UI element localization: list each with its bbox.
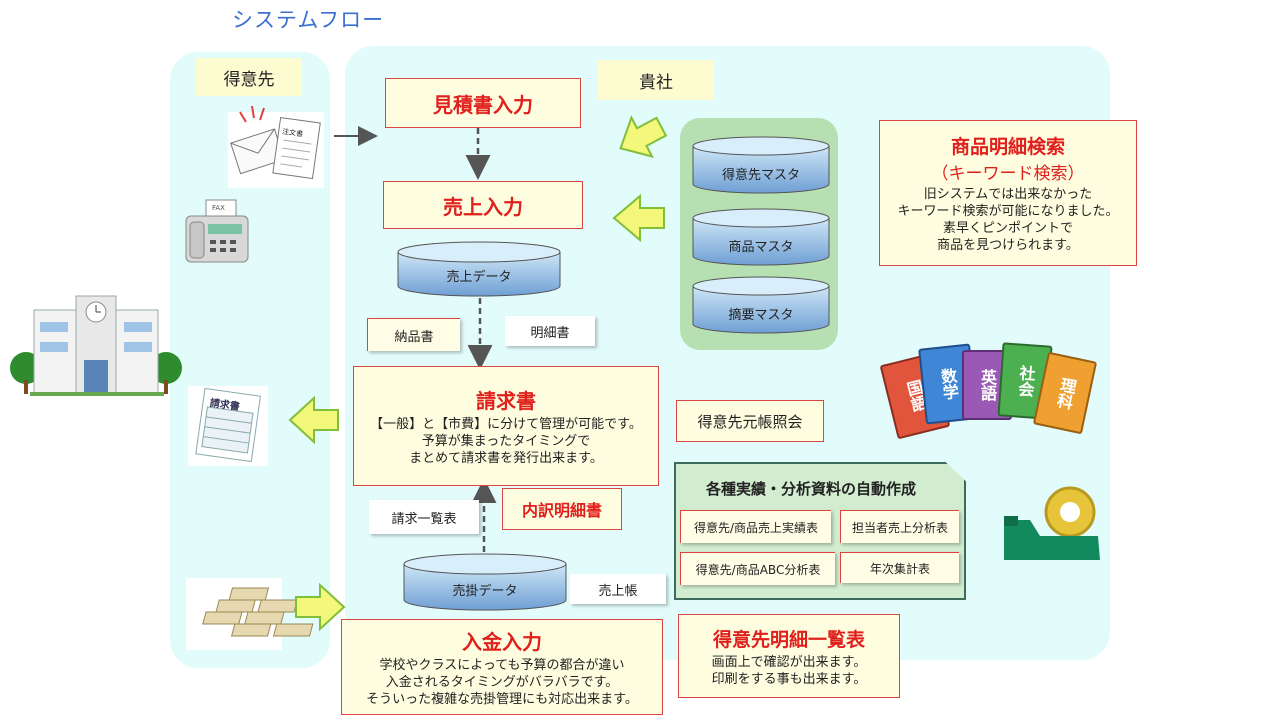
invoice-line-3: まとめて請求書を発行出来ます。 [409,451,603,466]
product-search-line-2: キーワード検索が可能になりました。 [897,204,1119,219]
fax-machine-icon [185,199,249,263]
customer-detail-list-line-1: 画面上で確認が出来ます。 [711,654,867,670]
receivable-data-label: 売掛データ [452,584,518,599]
invoice-line-2: 予算が集まったタイミングで [421,434,591,449]
report-item-annual-summary: 年次集計表 [840,552,959,583]
invoice-line-1: 【一般】と【市費】に分けて管理が可能です。 [370,417,642,432]
book-social-label: 社会 [1014,364,1037,398]
product-master-db-icon [692,208,830,266]
breakdown-box: 内訳明細書 [502,488,622,530]
delivery-note: 納品書 [367,318,460,351]
report-item-abc-analysis: 得意先/商品ABC分析表 [680,552,835,585]
invoice-to-customer-arrow [288,395,339,445]
product-search-line-1: 旧システムでは出来なかった [923,187,1093,202]
money-stack-icon [186,578,314,650]
sales-input-title: 売上入力 [443,194,523,219]
fax-text: FAX [212,204,225,212]
report-item-staff-sales-analysis: 担当者売上分析表 [840,510,959,543]
estimate-input-box: 見積書入力 [385,78,581,128]
receivable-data-db-icon [403,553,567,611]
customer-detail-list-box: 得意先明細一覧表 画面上で確認が出来ます。 印刷をする事も出来ます。 [678,614,900,698]
book-math-label: 数学 [937,367,960,401]
statement-note: 明細書 [505,316,595,346]
product-search-line-3: 素早くピンポイントで [942,221,1073,236]
report-item-customer-product-sales: 得意先/商品売上実績表 [680,510,831,543]
product-search-subtitle: （キーワード検索） [931,164,1085,184]
sales-input-box: 売上入力 [383,181,583,229]
book-english-label: 英語 [978,369,997,401]
sales-ledger-note: 売上帳 [570,574,666,604]
product-master-label: 商品マスタ [728,240,794,255]
customer-master-label: 得意先マスタ [721,168,800,183]
product-search-box: 商品明細検索 （キーワード検索） 旧システムでは出来なかった キーワード検索が可… [879,120,1137,266]
summary-master-db-icon [692,276,830,334]
product-search-title: 商品明細検索 [950,136,1065,158]
customer-detail-list-line-2: 印刷をする事も出来ます。 [711,671,867,687]
ledger-inquiry-box: 得意先元帳照会 [676,400,824,442]
money-to-payment-arrow [295,582,346,632]
product-search-line-4: 商品を見つけられます。 [937,238,1079,253]
payment-input-title: 入金入力 [462,630,542,654]
tape-dispenser-icon [1004,486,1100,560]
ledger-inquiry-label: 得意先元帳照会 [697,412,803,431]
master-to-estimate-arrow [619,115,668,159]
order-envelope-icon [228,105,324,188]
payment-line-2: 入金されるタイミングがバラバラです。 [385,675,619,690]
sales-data-label: 売上データ [446,270,512,285]
company-label: 貴社 [598,60,714,100]
reports-title: 各種実績・分析資料の自動作成 [705,480,916,498]
invoice-title: 請求書 [476,389,536,413]
summary-master-label: 摘要マスタ [728,308,794,323]
customer-label: 得意先 [196,58,302,96]
invoice-box: 請求書 【一般】と【市費】に分けて管理が可能です。 予算が集まったタイミングで … [353,366,659,486]
estimate-input-title: 見積書入力 [433,92,533,117]
payment-line-3: そういった複雑な売掛管理にも対応出来ます。 [366,692,638,707]
book-science-label: 理科 [1052,375,1079,411]
master-to-sales-arrow [612,193,665,243]
invoice-list-note: 請求一覧表 [369,500,479,534]
customer-detail-list-title: 得意先明細一覧表 [712,628,865,651]
sales-data-db-icon [397,241,561,297]
page-title: システムフロー [232,8,385,32]
payment-input-box: 入金入力 学校やクラスによっても予算の都合が違い 入金されるタイミングがバラバラ… [341,619,663,715]
customer-master-db-icon [692,136,830,194]
invoice-document-icon [188,386,268,466]
breakdown-title: 内訳明細書 [521,501,602,520]
school-building-icon [10,295,182,396]
payment-line-1: 学校やクラスによっても予算の都合が違い [379,658,625,673]
